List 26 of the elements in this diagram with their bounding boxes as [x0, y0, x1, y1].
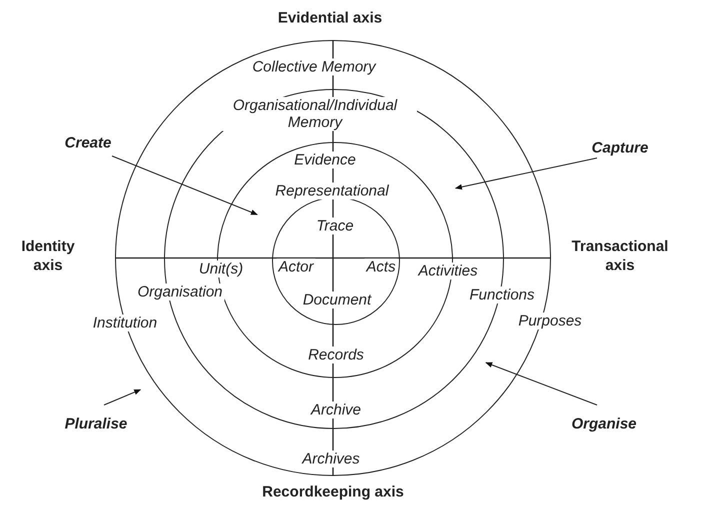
ring-term: Document — [300, 292, 374, 308]
dimension-label: Pluralise — [64, 416, 128, 432]
arrow — [104, 389, 142, 406]
ring-term: Representational — [273, 182, 391, 200]
axis-label: Recordkeeping axis — [262, 482, 404, 502]
ring-term: Collective Memory — [250, 58, 378, 76]
axis-label: Evidential axis — [278, 8, 382, 28]
ring-term: Functions — [467, 286, 537, 304]
arrow — [454, 158, 598, 190]
dimension-label: Organise — [571, 416, 637, 432]
axis-label: Transactional axis — [570, 237, 670, 275]
arrow — [485, 362, 598, 406]
ring-term: Activities — [416, 262, 480, 280]
dimension-label: Create — [64, 134, 112, 152]
dimension-label: Capture — [592, 140, 648, 156]
inner-circle — [272, 197, 400, 325]
ring-term: Institution — [90, 314, 160, 332]
ring-term: Records — [306, 346, 366, 364]
ring-term: Purposes — [516, 312, 584, 330]
ring-term: Acts — [364, 258, 398, 276]
ring-term: Archive — [308, 402, 364, 418]
arrow — [112, 156, 258, 216]
ring-term: Organisation — [135, 284, 225, 300]
ring-term: Archives — [300, 450, 362, 468]
axis-label: Identity axis — [20, 237, 76, 275]
ring-term: Evidence — [292, 152, 358, 168]
